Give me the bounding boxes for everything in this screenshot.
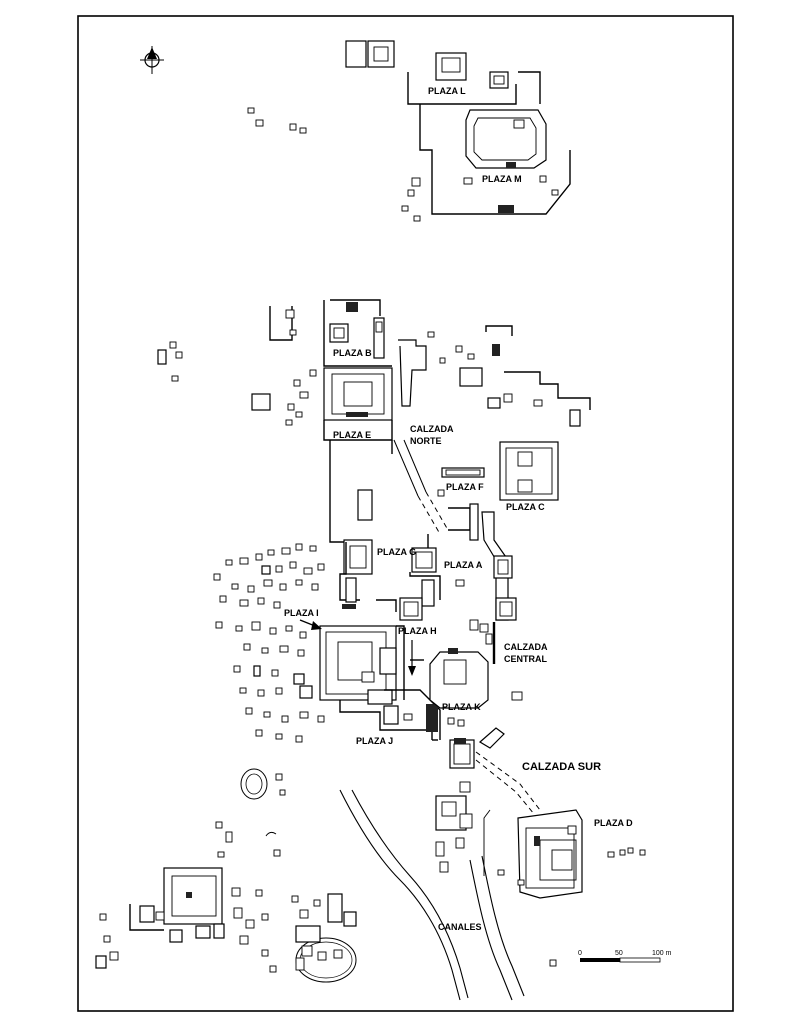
plaza-m-label: PLAZA M (482, 174, 522, 184)
scale-bar: 0 50 100 m (578, 950, 672, 963)
plaza-g-group (339, 489, 423, 621)
scale-end-label: 100 m (652, 950, 672, 957)
plaza-a-group (409, 503, 517, 664)
plaza-f-label: PLAZA F (446, 482, 484, 492)
plaza-d-label: PLAZA D (594, 818, 633, 828)
plaza-i-label: PLAZA I (284, 608, 319, 618)
central-north-group (157, 299, 393, 543)
plaza-g-label: PLAZA G (377, 547, 416, 557)
north-arrow-icon (140, 46, 164, 74)
plaza-k-label: PLAZA K (442, 702, 481, 712)
plaza-i-j-k-complex (299, 619, 523, 741)
calzada-norte-label-2: NORTE (410, 436, 442, 446)
map-border (77, 15, 734, 1012)
southwest-complex (95, 821, 557, 973)
plaza-l-label: PLAZA L (428, 86, 466, 96)
north-group (247, 40, 571, 222)
plaza-f-c-group (437, 441, 559, 501)
calzada-central-label-2: CENTRAL (504, 654, 547, 664)
calzada-norte-label-1: CALZADA (410, 424, 454, 434)
scale-mid-label: 50 (615, 950, 623, 957)
plaza-a-label: PLAZA A (444, 560, 483, 570)
canales (339, 789, 525, 1001)
south-central-structures (435, 795, 473, 873)
west-residential-zone (213, 543, 325, 743)
plaza-j-label: PLAZA J (356, 736, 393, 746)
scale-start-label: 0 (578, 950, 582, 957)
northeast-structures (427, 325, 591, 427)
plaza-e-label: PLAZA E (333, 430, 371, 440)
calzada-sur-label: CALZADA SUR (522, 761, 601, 773)
calzada-sur-group (449, 727, 541, 815)
plaza-h-label: PLAZA H (398, 626, 437, 636)
plaza-b-label: PLAZA B (333, 348, 372, 358)
plaza-c-label: PLAZA C (506, 502, 545, 512)
calzada-central-label-1: CALZADA (504, 642, 548, 652)
plaza-d-group (483, 809, 646, 899)
calzada-norte-causeway (393, 339, 449, 535)
canales-label: CANALES (438, 922, 482, 932)
